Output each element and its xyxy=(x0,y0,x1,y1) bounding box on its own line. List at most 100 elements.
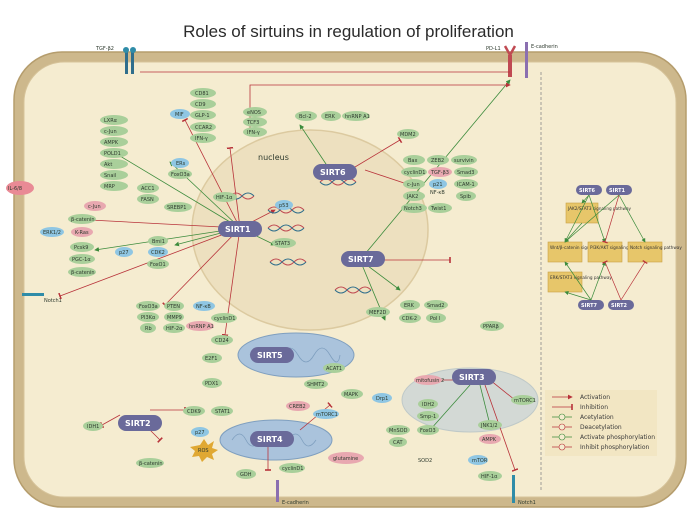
svg-text:CAT: CAT xyxy=(393,440,404,446)
svg-text:Bcl-2: Bcl-2 xyxy=(299,114,312,120)
svg-text:hnRNP A1: hnRNP A1 xyxy=(189,324,214,330)
svg-text:K-Ras: K-Ras xyxy=(75,230,89,236)
svg-text:IDH2: IDH2 xyxy=(422,402,434,408)
ros-burst: ROS xyxy=(190,439,218,462)
svg-text:MIF: MIF xyxy=(175,112,184,118)
nucleus-label: nucleus xyxy=(258,153,289,162)
svg-text:PTEN: PTEN xyxy=(167,304,180,310)
svg-text:GDH: GDH xyxy=(240,472,252,478)
svg-text:MAPK: MAPK xyxy=(344,392,359,398)
page-title: Roles of sirtuins in regulation of proli… xyxy=(183,22,514,41)
legend-activate-phos: Activate phosphorylation xyxy=(552,433,655,441)
svg-text:glutamine: glutamine xyxy=(333,456,358,462)
svg-text:Inhibition: Inhibition xyxy=(580,404,608,411)
svg-text:HIF-2α: HIF-2α xyxy=(166,326,183,332)
svg-text:ACC1: ACC1 xyxy=(141,186,155,192)
svg-text:ZEB2: ZEB2 xyxy=(431,158,444,164)
svg-text:Inhibit phosphorylation: Inhibit phosphorylation xyxy=(580,444,650,451)
ecadherin-top: E-cadherin xyxy=(525,42,558,78)
svg-text:FASN: FASN xyxy=(141,197,154,203)
svg-text:SIRT2: SIRT2 xyxy=(125,419,151,428)
svg-text:c-Jun: c-Jun xyxy=(104,129,117,135)
sirt6-node[interactable]: SIRT6 xyxy=(313,164,357,180)
svg-text:ICAM-1: ICAM-1 xyxy=(457,182,475,188)
legend-inhibition: Inhibition xyxy=(552,403,608,411)
svg-text:CDK-2: CDK-2 xyxy=(402,316,417,322)
svg-text:ERs: ERs xyxy=(176,161,186,167)
svg-text:CD81: CD81 xyxy=(195,91,209,97)
svg-text:hnRNP A1: hnRNP A1 xyxy=(345,114,370,120)
pathway-sirt2[interactable]: SIRT2 xyxy=(608,300,634,310)
svg-text:Bax: Bax xyxy=(408,158,417,164)
svg-text:JAK2/STAT3 signaling pathway: JAK2/STAT3 signaling pathway xyxy=(567,206,632,211)
svg-text:SHMT2: SHMT2 xyxy=(307,382,324,388)
svg-text:ERK/STAT3 signaling pathway: ERK/STAT3 signaling pathway xyxy=(550,275,612,280)
svg-text:Spib: Spib xyxy=(460,194,471,200)
svg-text:AMPK: AMPK xyxy=(482,437,497,443)
svg-text:AMPK: AMPK xyxy=(104,140,119,146)
svg-text:STAT1: STAT1 xyxy=(215,409,230,415)
svg-text:PGC-1α: PGC-1α xyxy=(72,257,91,263)
sirt7-node[interactable]: SIRT7 xyxy=(341,251,385,267)
svg-text:IFN-γ: IFN-γ xyxy=(247,130,260,136)
legend: Activation Inhibition Acetylation Deacet… xyxy=(545,390,657,456)
svg-text:SIRT6: SIRT6 xyxy=(320,168,346,177)
svg-text:cyclinD1: cyclinD1 xyxy=(404,170,425,176)
svg-text:IFN-γ: IFN-γ xyxy=(195,136,208,142)
svg-text:CCAR2: CCAR2 xyxy=(195,125,212,131)
enos-protein-stack: eNOS TCF3 IFN-γ xyxy=(243,107,267,137)
svg-text:β-catenin: β-catenin xyxy=(139,461,163,467)
notch1-left: Notch1 xyxy=(22,293,62,304)
svg-text:c-Jun: c-Jun xyxy=(88,204,101,210)
svg-text:FoxO3: FoxO3 xyxy=(420,428,436,434)
svg-text:SIRT1: SIRT1 xyxy=(225,225,251,234)
svg-text:β-catenin: β-catenin xyxy=(71,217,95,223)
tgfb2-receptor: TGF-β2 xyxy=(95,46,136,74)
svg-text:PDX1: PDX1 xyxy=(205,381,218,387)
svg-text:SIRT4: SIRT4 xyxy=(257,435,283,444)
svg-text:c-Jun: c-Jun xyxy=(407,182,420,188)
sirt2-sirt4-neighbours: IDH1 CDK9 STAT1 CREB2 mTORC1 p27 β-caten… xyxy=(83,401,339,479)
svg-text:FoxO3a: FoxO3a xyxy=(171,172,190,178)
right-nuclear-proteins: Bax ZEB2 survivin cyclinD1 TGF-β3 Smad3 … xyxy=(401,155,478,213)
svg-text:PI3Kα: PI3Kα xyxy=(141,315,156,321)
svg-text:cyclinD1: cyclinD1 xyxy=(214,316,235,322)
svg-text:Smad2: Smad2 xyxy=(427,303,444,309)
sirt3-node[interactable]: SIRT3 xyxy=(452,369,496,385)
svg-text:SIRT2: SIRT2 xyxy=(611,303,627,309)
svg-text:ACAT1: ACAT1 xyxy=(326,366,342,372)
sirt5-node[interactable]: SIRT5 xyxy=(250,347,294,363)
svg-text:CREB2: CREB2 xyxy=(289,404,306,410)
legend-inhibit-phos: Inhibit phosphorylation xyxy=(552,443,650,451)
pathway-sirt1[interactable]: SIRT1 xyxy=(606,185,632,195)
nucleus xyxy=(191,129,429,331)
svg-text:MMP9: MMP9 xyxy=(167,315,182,321)
svg-text:Activation: Activation xyxy=(580,394,610,401)
svg-text:Pol I: Pol I xyxy=(430,316,440,322)
svg-text:HIF-1α: HIF-1α xyxy=(481,474,498,480)
svg-text:ERK1/2: ERK1/2 xyxy=(43,230,61,236)
svg-text:IDH1: IDH1 xyxy=(87,424,99,430)
sirt2-node[interactable]: SIRT2 xyxy=(118,415,162,431)
sirt1-node[interactable]: SIRT1 xyxy=(218,221,262,237)
sirt4-node[interactable]: SIRT4 xyxy=(250,431,294,447)
il6-8: IL-6/8 xyxy=(6,181,34,195)
svg-text:ROS: ROS xyxy=(198,448,209,454)
svg-text:SIRT7: SIRT7 xyxy=(348,255,374,264)
svg-text:Notch3: Notch3 xyxy=(404,206,422,212)
sod2-label: SOD2 xyxy=(418,458,432,464)
svg-text:Bmi1: Bmi1 xyxy=(152,239,165,245)
pdl1-receptor: PD-L1 xyxy=(486,45,517,77)
svg-text:E2F1: E2F1 xyxy=(205,356,217,362)
svg-text:ERK: ERK xyxy=(404,303,415,309)
svg-text:SREBP1: SREBP1 xyxy=(167,205,186,211)
pathway-sirt6[interactable]: SIRT6 xyxy=(576,185,602,195)
nuclear-proteins: p53 STAT3 xyxy=(272,200,296,248)
svg-text:MRP: MRP xyxy=(104,184,115,190)
pathway-sirt7[interactable]: SIRT7 xyxy=(578,300,604,310)
svg-text:MnSOD: MnSOD xyxy=(389,428,408,434)
svg-text:SIRT3: SIRT3 xyxy=(459,373,485,382)
svg-text:Pcsk9: Pcsk9 xyxy=(74,245,88,251)
left-protein-stack: LXRα c-Jun AMPK POLD1 Akt Snail MRP xyxy=(100,115,128,191)
svg-text:CDK2: CDK2 xyxy=(151,250,165,256)
